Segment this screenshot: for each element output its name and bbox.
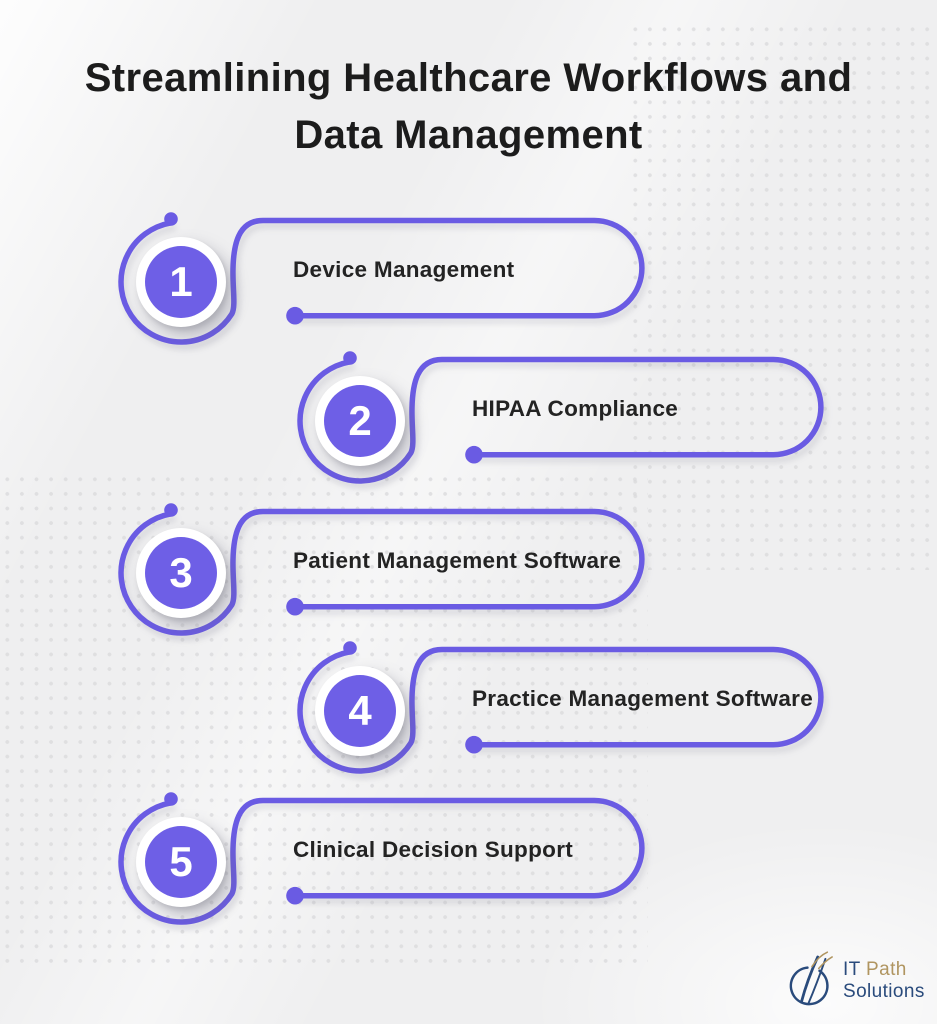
connector-end-dot <box>286 886 304 905</box>
step-badge: 3 <box>136 528 226 618</box>
step-item-1: 1 Device Management <box>105 207 650 357</box>
step-number: 5 <box>145 826 217 898</box>
connector-end-dot <box>465 735 483 754</box>
step-item-2: 2 HIPAA Compliance <box>284 346 829 496</box>
step-number: 4 <box>324 675 396 747</box>
brand-logo-path: Path <box>866 959 907 980</box>
step-badge: 1 <box>136 237 226 327</box>
step-number: 2 <box>324 385 396 457</box>
step-label: Patient Management Software <box>293 548 622 573</box>
brand-logo-solutions: Solutions <box>843 981 925 1002</box>
step-label: Clinical Decision Support <box>293 837 574 862</box>
brand-logo: IT Path Solutions <box>786 950 925 1012</box>
connector-start-dot <box>164 212 178 226</box>
connector-start-dot <box>343 351 357 365</box>
step-label: HIPAA Compliance <box>472 396 679 421</box>
brand-logo-icon <box>789 951 833 1006</box>
step-number: 3 <box>145 537 217 609</box>
brand-logo-text: IT Path Solutions <box>843 959 925 1003</box>
connector-end-dot <box>286 306 304 325</box>
step-item-3: 3 Patient Management Software <box>105 498 650 648</box>
brand-logo-line-1: IT Path <box>843 959 925 981</box>
page-title-line-2: Data Management <box>294 113 643 157</box>
step-badge: 5 <box>136 817 226 907</box>
connector-start-dot <box>343 641 357 655</box>
connector-end-dot <box>286 597 304 616</box>
connector-end-dot <box>465 445 483 464</box>
step-item-4: 4 Practice Management Software <box>284 636 829 786</box>
step-label: Device Management <box>293 257 515 282</box>
step-badge: 4 <box>315 666 405 756</box>
step-item-5: 5 Clinical Decision Support <box>105 787 650 937</box>
step-label: Practice Management Software <box>472 686 814 711</box>
page-title: Streamlining Healthcare Workflows and Da… <box>0 50 937 164</box>
brand-logo-it: IT <box>843 959 861 980</box>
step-number: 1 <box>145 246 217 318</box>
connector-start-dot <box>164 792 178 806</box>
page-title-line-1: Streamlining Healthcare Workflows and <box>84 56 853 100</box>
step-badge: 2 <box>315 376 405 466</box>
connector-start-dot <box>164 503 178 517</box>
